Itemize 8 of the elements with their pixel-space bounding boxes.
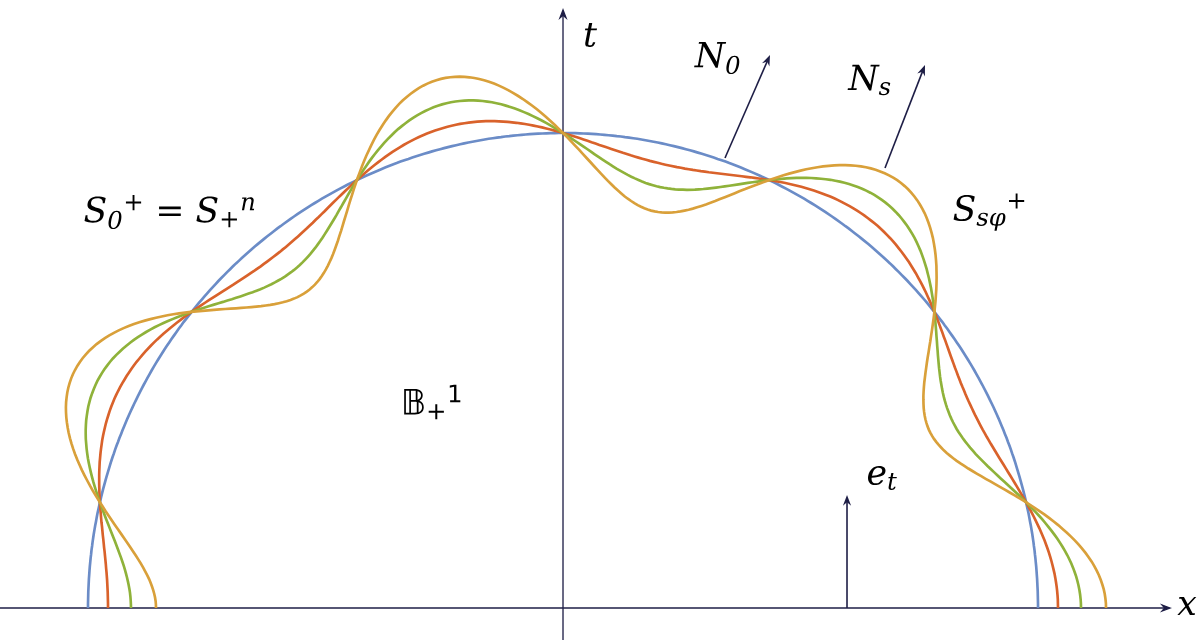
math-label: N$_{0}$ — [694, 41, 740, 75]
math-label: e$_{t}$ — [868, 466, 897, 490]
math-label: 𝔹$_{+}$1 — [404, 384, 461, 420]
math-label: S$_{0}$$^{+}$ = S$_{+}$n — [84, 194, 255, 230]
math-label: t — [584, 22, 598, 48]
math-label: x — [1177, 597, 1197, 615]
math-label: N$_{s}$ — [847, 64, 891, 96]
math-label: S$_{sφ}$+ — [953, 193, 1025, 231]
